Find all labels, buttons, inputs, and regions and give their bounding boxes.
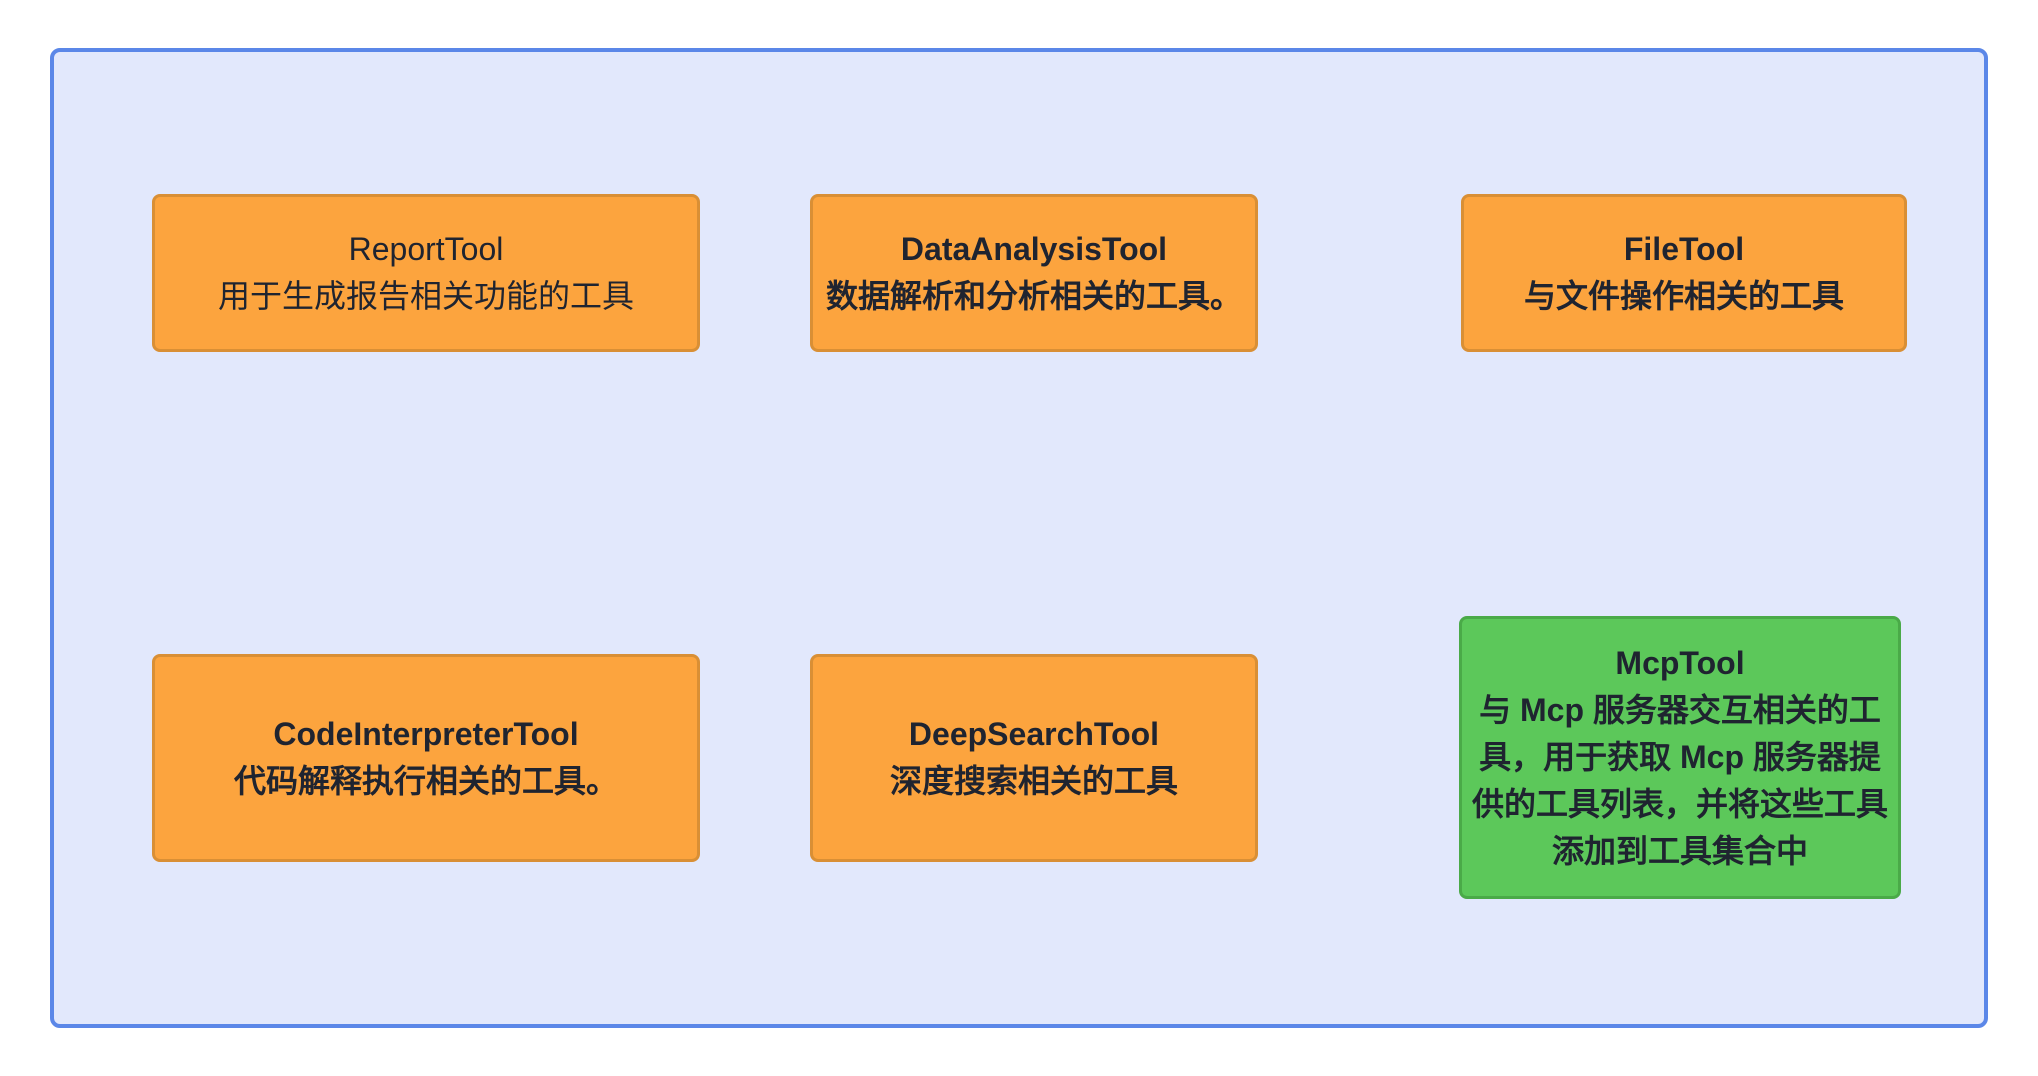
node-description-line: 供的工具列表，并将这些工具 [1471, 786, 1888, 822]
node-deep-search-tool: DeepSearchTool 深度搜索相关的工具 [810, 654, 1258, 862]
node-file-tool: FileTool 与文件操作相关的工具 [1461, 194, 1907, 352]
node-description: 用于生成报告相关功能的工具 [217, 278, 634, 314]
node-code-interpreter-tool: CodeInterpreterTool 代码解释执行相关的工具。 [152, 654, 700, 862]
node-description: 与文件操作相关的工具 [1523, 278, 1844, 314]
node-title: ReportTool [348, 231, 504, 267]
node-title: DeepSearchTool [908, 716, 1160, 752]
node-description: 数据解析和分析相关的工具。 [825, 278, 1242, 314]
node-description-line: 添加到工具集合中 [1551, 833, 1808, 869]
node-data-analysis-tool: DataAnalysisTool 数据解析和分析相关的工具。 [810, 194, 1258, 352]
tool-group-container: ReportTool 用于生成报告相关功能的工具 DataAnalysisToo… [50, 48, 1988, 1028]
node-title: McpTool [1615, 645, 1745, 681]
node-description: 深度搜索相关的工具 [889, 763, 1178, 799]
node-report-tool: ReportTool 用于生成报告相关功能的工具 [152, 194, 700, 352]
node-mcp-tool: McpTool 与 Mcp 服务器交互相关的工 具，用于获取 Mcp 服务器提 … [1459, 616, 1901, 899]
node-description-line: 与 Mcp 服务器交互相关的工 [1479, 692, 1881, 728]
node-title: DataAnalysisTool [900, 231, 1168, 267]
node-title: CodeInterpreterTool [273, 716, 579, 752]
node-description-line: 具，用于获取 Mcp 服务器提 [1479, 739, 1881, 775]
node-title: FileTool [1623, 231, 1745, 267]
node-description: 代码解释执行相关的工具。 [233, 763, 618, 799]
